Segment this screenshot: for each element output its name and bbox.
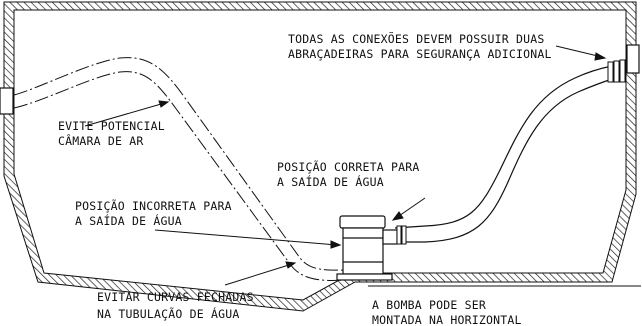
label-horizontal-pump-1: A BOMBA PODE SER bbox=[372, 298, 486, 312]
label-avoid-air-pocket-2: CÂMARA DE AR bbox=[58, 133, 143, 148]
pump-base bbox=[336, 273, 393, 281]
pump bbox=[336, 215, 398, 281]
right-hose-clamps bbox=[607, 59, 626, 83]
label-incorrect-position-2: A SAÍDA DE ÁGUA bbox=[75, 213, 182, 228]
label-incorrect-position-1: POSIÇÃO INCORRETA PARA bbox=[75, 198, 232, 213]
label-correct-position-2: A SAÍDA DE ÁGUA bbox=[277, 174, 384, 189]
incorrect-hose-routing bbox=[13, 57, 346, 281]
pump-cap bbox=[339, 215, 386, 229]
label-avoid-sharp-bends-1: EVITAR CURVAS FECHADAS bbox=[97, 290, 254, 304]
label-all-connections-2: ABRAÇADEIRAS PARA SEGURANÇA ADICIONAL bbox=[288, 47, 552, 61]
label-avoid-air-pocket-1: EVITE POTENCIAL bbox=[58, 119, 165, 133]
pump-outlet-clamps bbox=[396, 225, 407, 245]
right-wall-fitting bbox=[626, 44, 640, 74]
label-correct-position-1: POSIÇÃO CORRETA PARA bbox=[277, 159, 419, 174]
pump-body bbox=[342, 227, 384, 275]
correct-hose-routing bbox=[394, 65, 613, 243]
label-horizontal-pump-2: MONTADA NA HORIZONTAL bbox=[372, 313, 522, 326]
pump-outlet bbox=[382, 229, 398, 245]
left-wall-fitting bbox=[0, 87, 14, 115]
label-avoid-sharp-bends-2: NA TUBULAÇÃO DE ÁGUA bbox=[97, 306, 239, 321]
leader-lines bbox=[84, 45, 641, 287]
label-all-connections-1: TODAS AS CONEXÕES DEVEM POSSUIR DUAS bbox=[288, 31, 544, 46]
